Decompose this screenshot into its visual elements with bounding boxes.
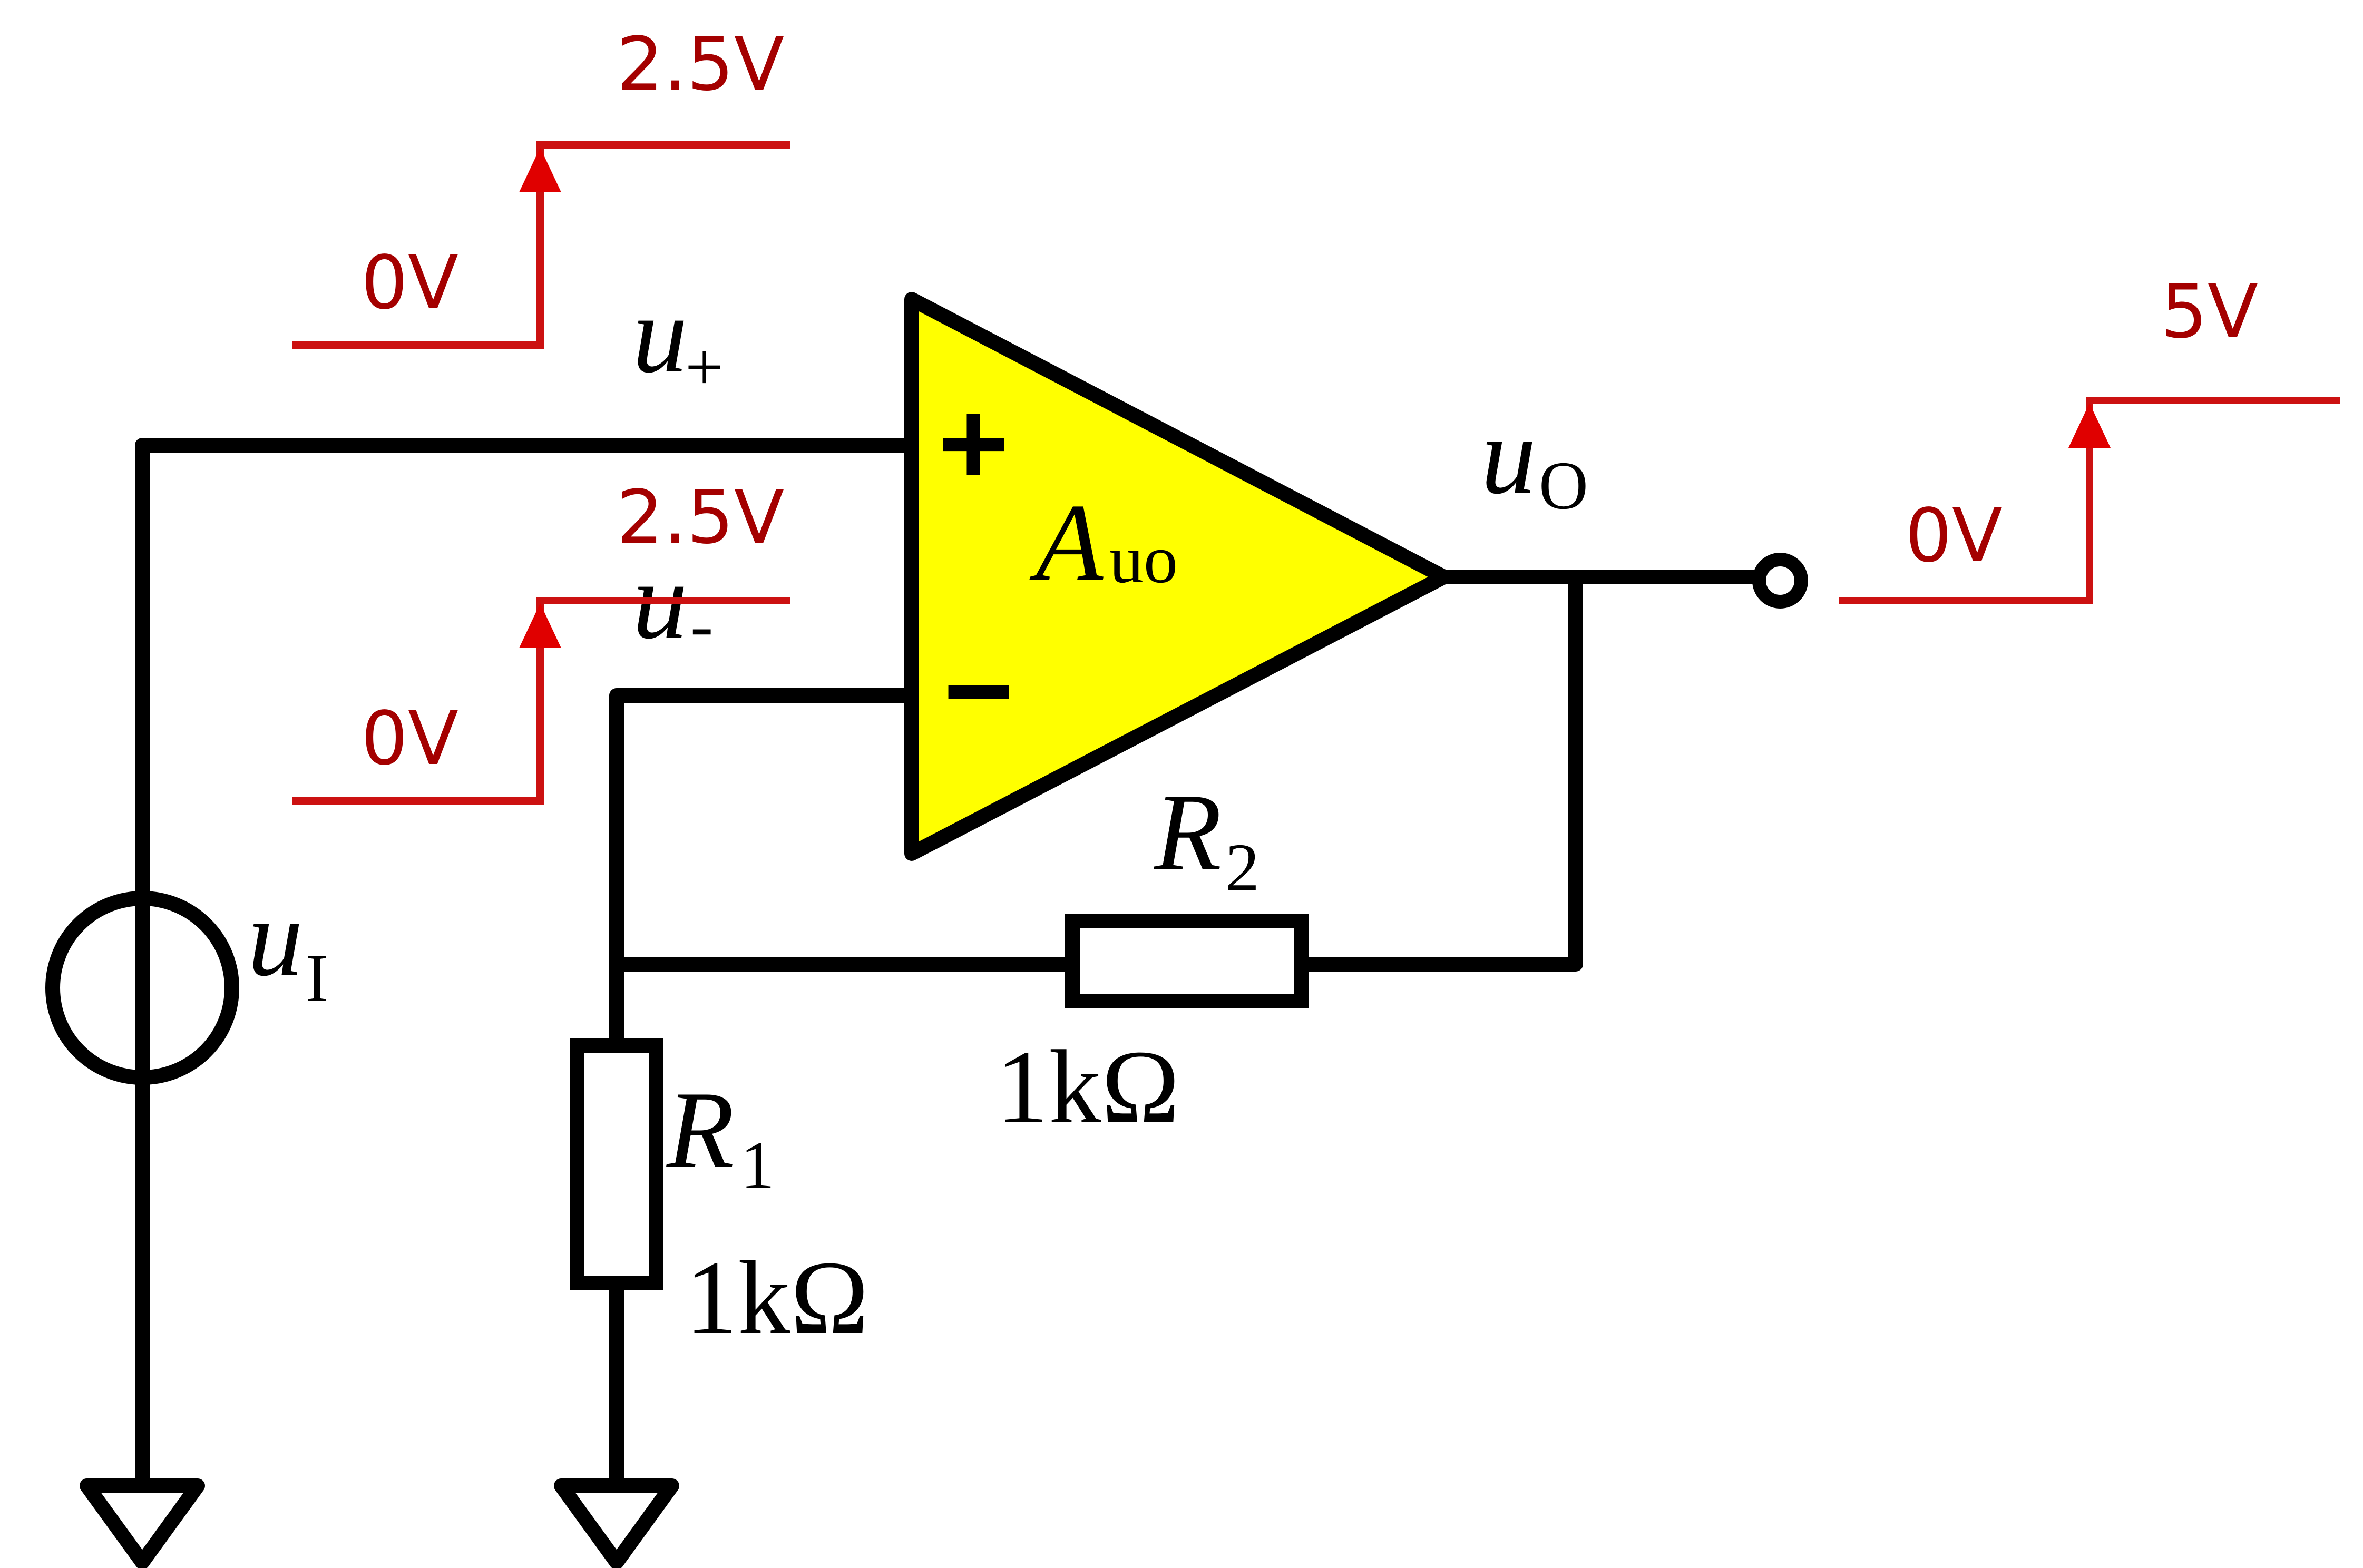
- opamp-plus-sign: +: [938, 375, 1009, 511]
- waveform-plus-high-label: 2.5V: [617, 22, 784, 107]
- opamp-gain-symbol: A: [1029, 482, 1104, 604]
- r1-value: 1kΩ: [685, 1240, 869, 1356]
- waveform-output-low-label: 0V: [1905, 493, 2003, 579]
- r2-subscript: 2: [1225, 830, 1259, 906]
- waveform-minus-arrow: [519, 603, 561, 648]
- r2-symbol: R: [1153, 771, 1222, 894]
- waveform-minus-high-label: 2.5V: [617, 475, 784, 561]
- u-out-symbol: u: [1481, 395, 1536, 517]
- input-source-subscript: I: [306, 940, 328, 1016]
- u-plus-subscript: +: [685, 329, 724, 405]
- ground-symbol-right: [554, 1478, 679, 1568]
- r1-symbol: R: [666, 1069, 734, 1191]
- waveform-plus-low-label: 0V: [361, 240, 458, 326]
- output-terminal: [1752, 553, 1808, 609]
- resistor-r1: [570, 1038, 663, 1290]
- u-out-subscript: O: [1539, 448, 1588, 524]
- u-plus-symbol: u: [632, 273, 688, 396]
- wire-feedback-right: [1294, 570, 1583, 972]
- opamp-gain-subscript: uo: [1109, 522, 1178, 597]
- waveform-minus-step: [292, 597, 790, 805]
- waveform-output-high-label: 5V: [2161, 269, 2258, 355]
- waveform-output-step: [1839, 397, 2340, 604]
- input-source-symbol: u: [248, 877, 303, 999]
- resistor-r2: [1065, 914, 1309, 1008]
- r2-value: 1kΩ: [996, 1029, 1180, 1145]
- waveform-plus-step: [292, 141, 790, 349]
- wire-noninverting-input: [135, 438, 919, 1493]
- waveform-minus-low-label: 0V: [361, 696, 458, 782]
- opamp-minus-sign: −: [943, 623, 1014, 758]
- ground-symbol-left: [80, 1478, 205, 1568]
- waveform-plus: 0V 2.5V: [292, 22, 790, 349]
- waveform-minus: 0V 2.5V: [292, 475, 790, 805]
- r1-subscript: 1: [740, 1128, 775, 1203]
- input-source-circle: [45, 891, 239, 1085]
- opamp-triangle: [904, 292, 1451, 861]
- waveform-output: 0V 5V: [1839, 269, 2340, 604]
- waveform-output-arrow: [2068, 403, 2111, 448]
- wire-inverting-node: [609, 688, 919, 1053]
- waveform-plus-arrow: [519, 148, 561, 192]
